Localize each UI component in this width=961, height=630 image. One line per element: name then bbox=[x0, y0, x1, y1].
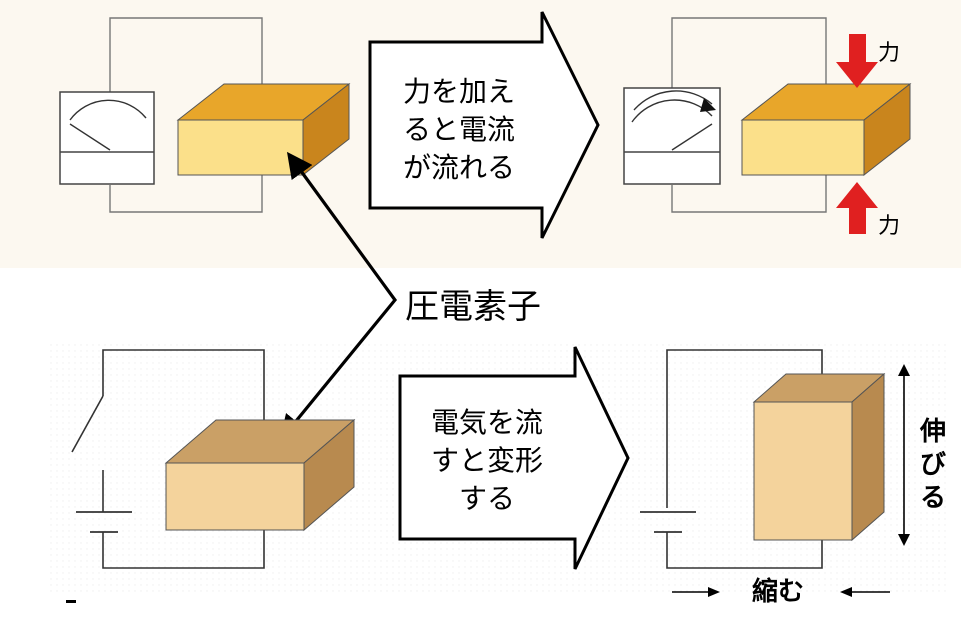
force-arrow-down-icon bbox=[836, 34, 878, 88]
top-right-circuit: 力 力 bbox=[623, 17, 912, 239]
battery-icon-right bbox=[640, 511, 696, 533]
bottom-right-circuit: 伸 び る 縮む bbox=[640, 349, 946, 607]
bottom-dash-mark bbox=[66, 600, 76, 603]
piezo-crystal-top-right bbox=[740, 82, 912, 177]
shrink-arrow-left-icon bbox=[672, 587, 720, 597]
force-arrow-up-icon bbox=[836, 182, 878, 234]
piezo-crystal-top-left bbox=[176, 82, 351, 177]
top-arrow-line-2: ると電流 bbox=[403, 113, 515, 146]
top-left-wire bbox=[109, 17, 263, 213]
top-arrow-line-1: 力を加え bbox=[403, 75, 515, 108]
bottom-left-wire bbox=[102, 349, 265, 569]
piezo-element-label: 圧電素子 bbox=[405, 287, 541, 327]
galvanometer-icon bbox=[59, 91, 155, 185]
stretch-label-1: 伸 bbox=[919, 417, 946, 447]
stretch-label-3: る bbox=[920, 483, 946, 513]
galvanometer-deflected-icon bbox=[623, 87, 721, 185]
top-process-arrow: 力を加え ると電流 が流れる bbox=[368, 11, 600, 239]
shrink-label: 縮む bbox=[752, 576, 804, 607]
piezo-pointer-path bbox=[279, 151, 398, 441]
bottom-process-arrow: 電気を流 すと変形 する bbox=[398, 346, 630, 570]
bottom-arrow-line-1: 電気を流 bbox=[431, 406, 543, 439]
bottom-right-wire bbox=[666, 349, 823, 569]
bottom-arrow-line-2: すと変形 bbox=[431, 444, 543, 477]
switch-icon bbox=[71, 395, 104, 508]
bottom-left-circuit bbox=[71, 349, 356, 569]
force-label-bottom: 力 bbox=[878, 214, 900, 239]
stretch-label-2: び bbox=[920, 450, 946, 480]
piezo-crystal-stretched bbox=[752, 372, 886, 542]
battery-icon bbox=[76, 508, 132, 533]
bottom-arrow-line-3: する bbox=[459, 482, 515, 515]
top-arrow-line-3: が流れる bbox=[403, 151, 515, 184]
force-label-top: 力 bbox=[878, 41, 900, 66]
stretch-arrow-icon bbox=[898, 364, 910, 546]
top-left-circuit bbox=[59, 17, 351, 213]
shrink-arrow-right-icon bbox=[840, 587, 890, 597]
piezo-crystal-bottom-left bbox=[164, 418, 356, 532]
top-right-wire bbox=[671, 17, 827, 213]
